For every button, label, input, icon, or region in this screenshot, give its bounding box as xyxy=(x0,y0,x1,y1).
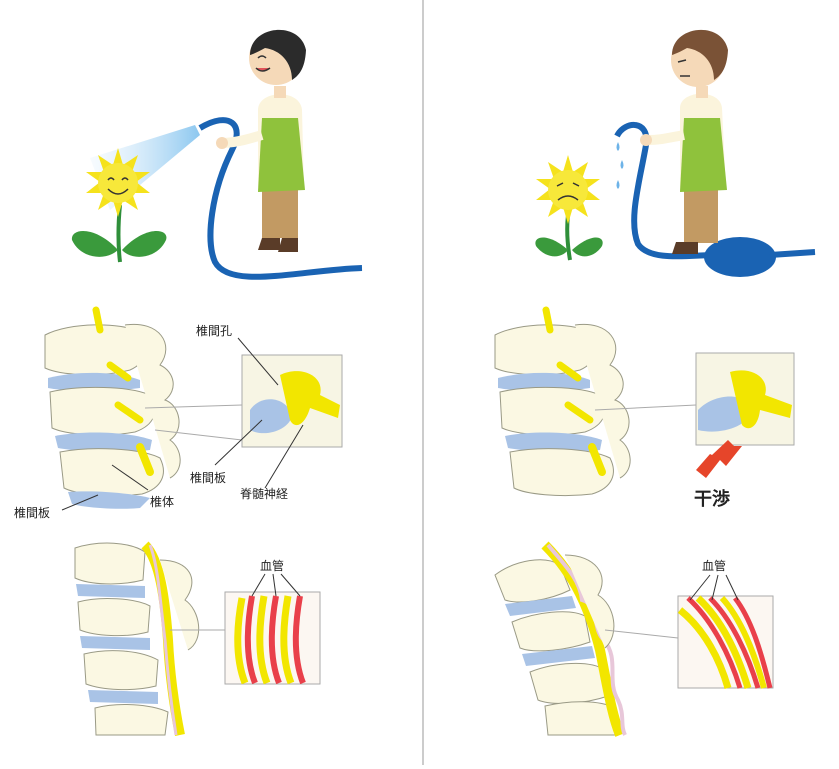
gardener-happy xyxy=(216,29,306,252)
hose xyxy=(198,117,363,280)
sunflower-happy xyxy=(71,148,167,263)
label-vessels-bent: 血管 xyxy=(702,558,726,573)
label-disc: 椎間板 xyxy=(14,505,50,520)
sunflower-wilted xyxy=(535,155,603,261)
label-spinal-nerve: 脊髄神経 xyxy=(240,486,288,501)
hose xyxy=(614,121,716,260)
label-impingement: 干渉 xyxy=(694,489,730,510)
spine-side-normal: 血管 xyxy=(74,541,321,736)
label-vessels-normal: 血管 xyxy=(260,558,284,573)
spine-compressed: 干渉 xyxy=(494,306,795,510)
water-drops xyxy=(616,142,624,189)
spine-normal: 椎間孔 椎間板 椎体 脊髄神経 椎間板 xyxy=(14,306,343,520)
warning-arrow-icon xyxy=(696,440,742,478)
happy-gardening-scene xyxy=(71,29,363,280)
label-foramen: 椎間孔 xyxy=(196,323,232,338)
spine-side-bent: 血管 xyxy=(494,541,774,737)
hose-bulge xyxy=(704,237,776,277)
kinked-hose-scene xyxy=(535,29,816,277)
gardener-worried xyxy=(640,29,728,254)
label-vertebral-body: 椎体 xyxy=(150,494,174,509)
label-disc-inset: 椎間板 xyxy=(190,470,226,485)
